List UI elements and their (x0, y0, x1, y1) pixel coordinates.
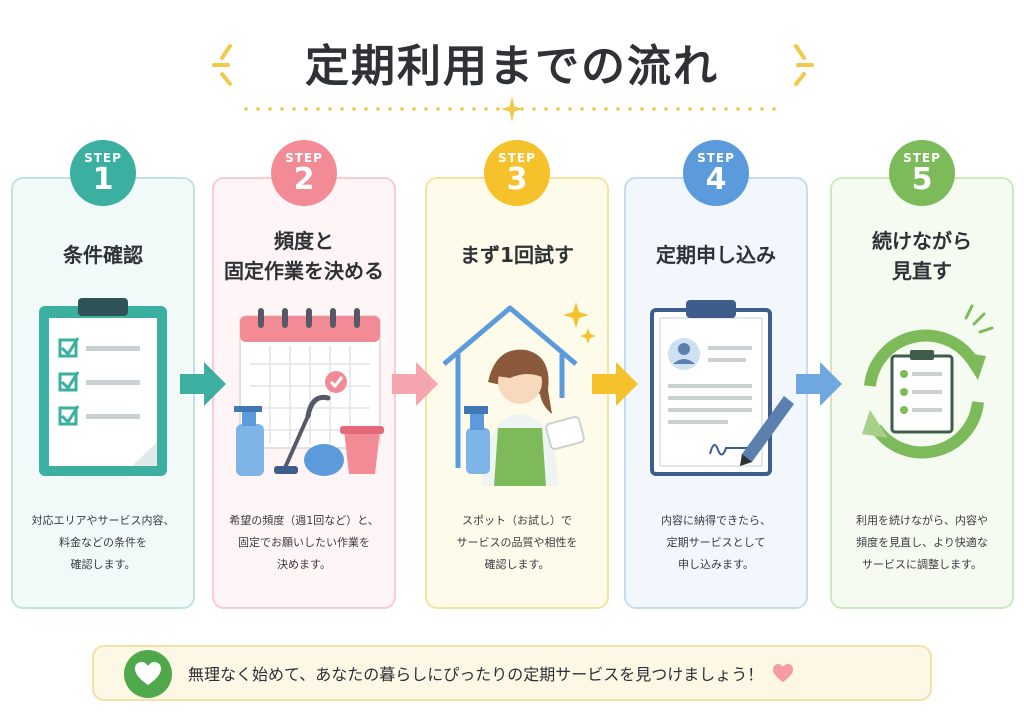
step-badge-1: STEP 1 (70, 140, 136, 206)
step-badge-2: STEP 2 (271, 140, 337, 206)
step-desc-line: スポット（お試し）で (462, 514, 572, 527)
sparkle-lines-right-icon (794, 44, 814, 86)
house-cleaning-staff-icon (442, 302, 596, 486)
step-badge-number: 1 (92, 162, 114, 197)
next-arrow-icon-4 (796, 362, 842, 406)
step-desc-line: サービスに調整します。 (862, 558, 982, 571)
title-area: 定期利用までの流れ (0, 18, 1024, 128)
calendar-cleaning-tools-icon (234, 308, 384, 476)
step-badge-number: 3 (506, 162, 528, 197)
step-badge-5: STEP 5 (889, 140, 955, 206)
step-title-2: 頻度と 固定作業を決める (212, 226, 396, 286)
sparkle-lines-left-icon (212, 44, 232, 86)
step-title-1: 条件確認 (11, 240, 195, 270)
step-badge-4: STEP 4 (683, 140, 749, 206)
pink-heart-icon (773, 664, 794, 682)
next-arrow-icon-1 (180, 362, 226, 406)
step-desc-line: サービスの品質や相性を (456, 536, 578, 549)
step-title-4: 定期申し込み (624, 240, 808, 270)
step-badge-label: STEP (84, 151, 122, 165)
heart-icon (135, 662, 161, 685)
step-title-line: 頻度と (274, 229, 334, 253)
step-desc-line: 固定でお願いしたい作業を (238, 536, 370, 549)
cycle-arrows-clipboard-icon (862, 304, 994, 459)
step-title-line: まず1回試す (460, 243, 574, 267)
step-desc-1: 対応エリアやサービス内容、 料金などの条件を 確認します。 (11, 510, 195, 576)
step-title-line: 固定作業を決める (224, 259, 384, 283)
step-desc-line: 対応エリアやサービス内容、 (31, 514, 175, 527)
step-desc-line: 料金などの条件を (59, 536, 147, 549)
step-badge-number: 4 (705, 162, 727, 197)
step-desc-2: 希望の頻度（週1回など）と、 固定でお願いしたい作業を 決めます。 (212, 510, 396, 576)
step-desc-line: 希望の頻度（週1回など）と、 (229, 514, 379, 527)
step-desc-line: 定期サービスとして (666, 536, 766, 549)
next-arrow-icon-2 (392, 362, 438, 406)
sparkle-star-icon (501, 96, 523, 122)
step-title-line: 見直す (892, 259, 952, 283)
step-desc-4: 内容に納得できたら、 定期サービスとして 申し込みます。 (624, 510, 808, 576)
step-title-line: 条件確認 (63, 243, 143, 267)
step-badge-label: STEP (697, 151, 735, 165)
heart-badge-icon (124, 650, 172, 698)
page-title: 定期利用までの流れ (305, 41, 719, 92)
step-title-line: 続けながら (872, 229, 972, 253)
step-desc-line: 利用を続けながら、内容や (856, 514, 988, 527)
clipboard-checklist-icon (39, 298, 167, 476)
step-desc-5: 利用を続けながら、内容や 頻度を見直し、より快適な サービスに調整します。 (830, 510, 1014, 576)
next-arrow-icon-3 (592, 362, 638, 406)
step-badge-label: STEP (498, 151, 536, 165)
step-title-line: 定期申し込み (656, 243, 776, 267)
step-desc-line: 内容に納得できたら、 (661, 514, 771, 527)
step-desc-line: 決めます。 (277, 558, 331, 571)
step-badge-label: STEP (903, 151, 941, 165)
step-badge-number: 5 (911, 162, 933, 197)
step-desc-line: 申し込みます。 (678, 558, 754, 571)
step-badge-number: 2 (293, 162, 315, 197)
banner-message: 無理なく始めて、あなたの暮らしにぴったりの定期サービスを見つけましょう！ (188, 661, 794, 685)
step-title-3: まず1回試す (425, 240, 609, 270)
step-desc-3: スポット（お試し）で サービスの品質や相性を 確認します。 (425, 510, 609, 576)
contract-document-pen-icon (650, 300, 794, 476)
banner-text: 無理なく始めて、あなたの暮らしにぴったりの定期サービスを見つけましょう！ (188, 665, 764, 684)
step-badge-3: STEP 3 (484, 140, 550, 206)
step-badge-label: STEP (285, 151, 323, 165)
step-desc-line: 確認します。 (70, 558, 136, 571)
step-desc-line: 頻度を見直し、より快適な (856, 536, 988, 549)
step-title-5: 続けながら 見直す (830, 226, 1014, 286)
step-desc-line: 確認します。 (484, 558, 550, 571)
